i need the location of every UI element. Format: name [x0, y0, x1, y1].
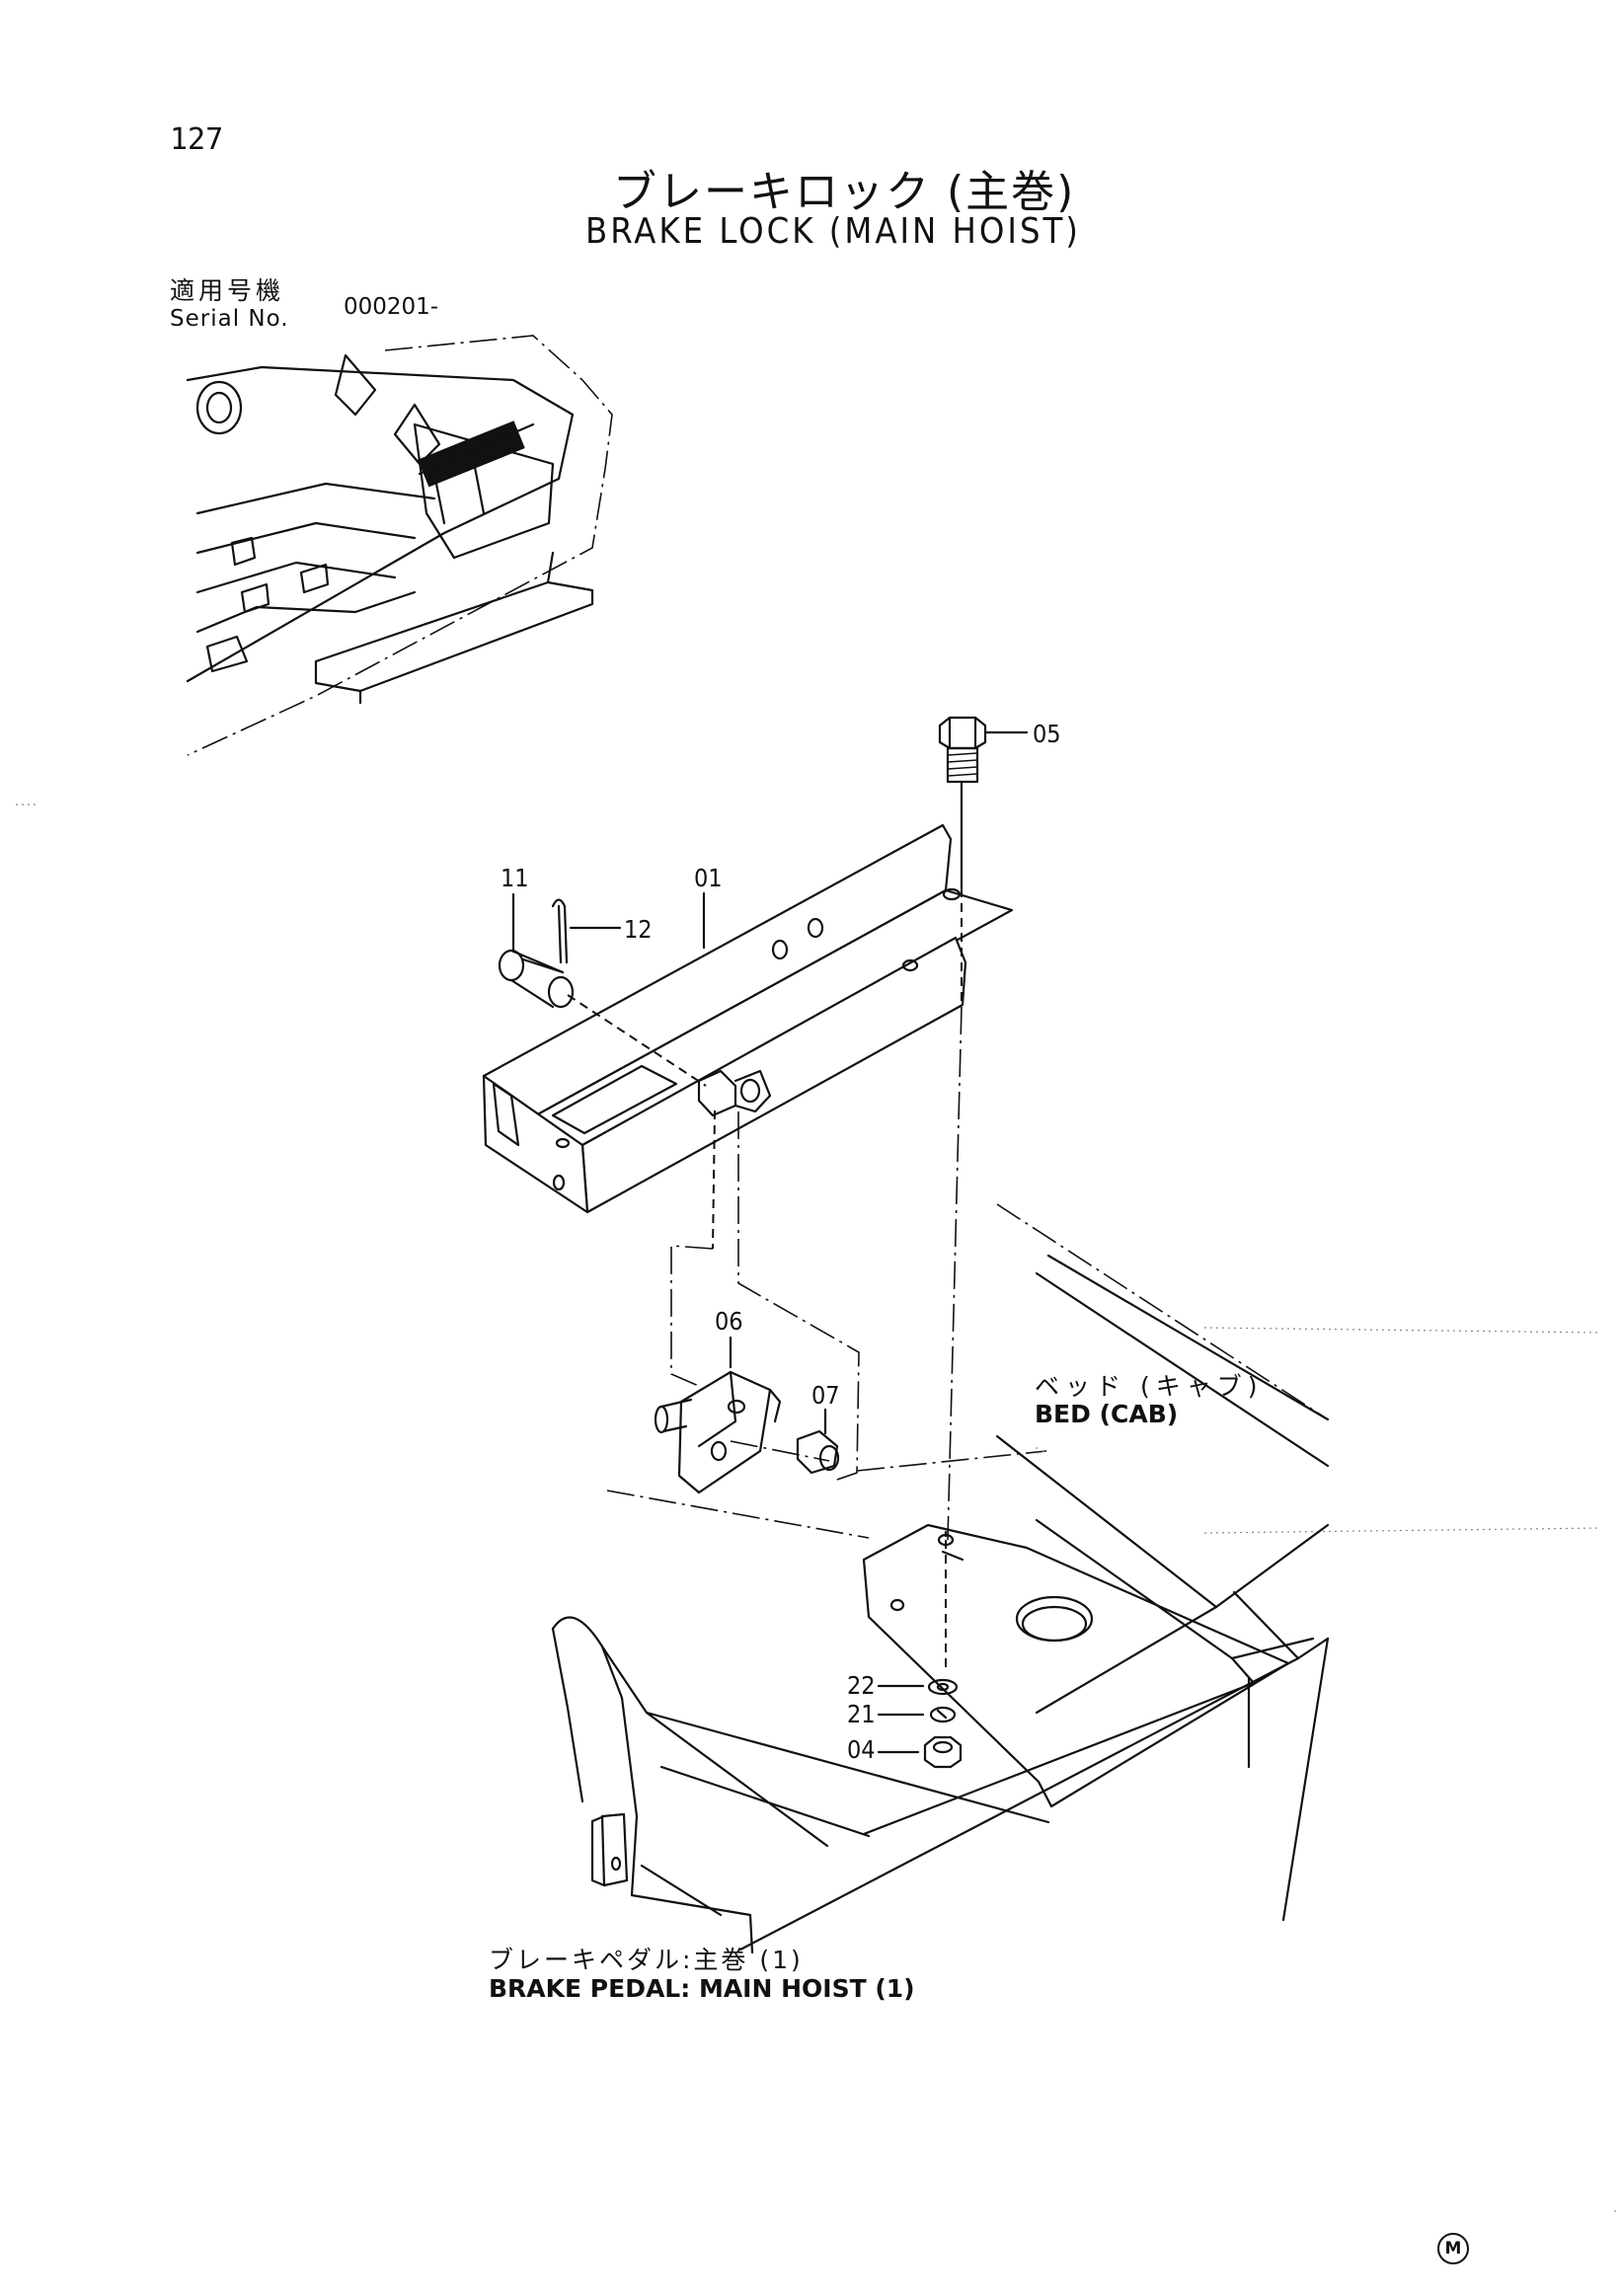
page-title-english: BRAKE LOCK (MAIN HOIST)	[585, 211, 1081, 252]
pin-11	[498, 892, 575, 1009]
pivot-block-06	[654, 1370, 782, 1494]
callout-07: 07	[811, 1381, 840, 1410]
callout-11: 11	[501, 864, 529, 892]
callout-04: 04	[847, 1735, 876, 1764]
callout-12: 12	[624, 915, 653, 944]
locator-view	[186, 335, 613, 756]
bracket-channel-01	[482, 823, 1014, 1214]
callout-21: 21	[847, 1700, 876, 1728]
serial-number-value: 000201-	[344, 294, 439, 320]
spring-washer-21	[877, 1706, 957, 1723]
page-number: 127	[170, 122, 224, 157]
brake-pedal-label-english: BRAKE PEDAL: MAIN HOIST (1)	[489, 1974, 915, 2003]
callout-05: 05	[1033, 720, 1061, 748]
brake-pedal-label-japanese: ブレーキペダル:主巻 (1)	[489, 1946, 804, 1974]
serial-label-english: Serial No.	[170, 306, 289, 332]
callout-01: 01	[694, 864, 723, 892]
cotter-pin-12	[551, 898, 622, 964]
page-title-japanese: ブレーキロック (主巻)	[613, 167, 1076, 217]
nut-04	[877, 1735, 963, 1769]
bed-label-english: BED (CAB)	[1035, 1400, 1179, 1428]
bushing-07	[796, 1408, 840, 1475]
callout-22: 22	[847, 1671, 876, 1700]
serial-label-japanese: 適用号機	[170, 276, 285, 305]
manufacturer-mark: M	[1437, 2233, 1469, 2264]
hanger-plate	[670, 1111, 860, 1482]
washer-22	[877, 1678, 959, 1696]
margin-marks	[16, 804, 1620, 2212]
bed-cab-frame	[551, 1203, 1600, 1954]
callout-06: 06	[715, 1307, 743, 1336]
bolt-05	[938, 716, 1029, 890]
